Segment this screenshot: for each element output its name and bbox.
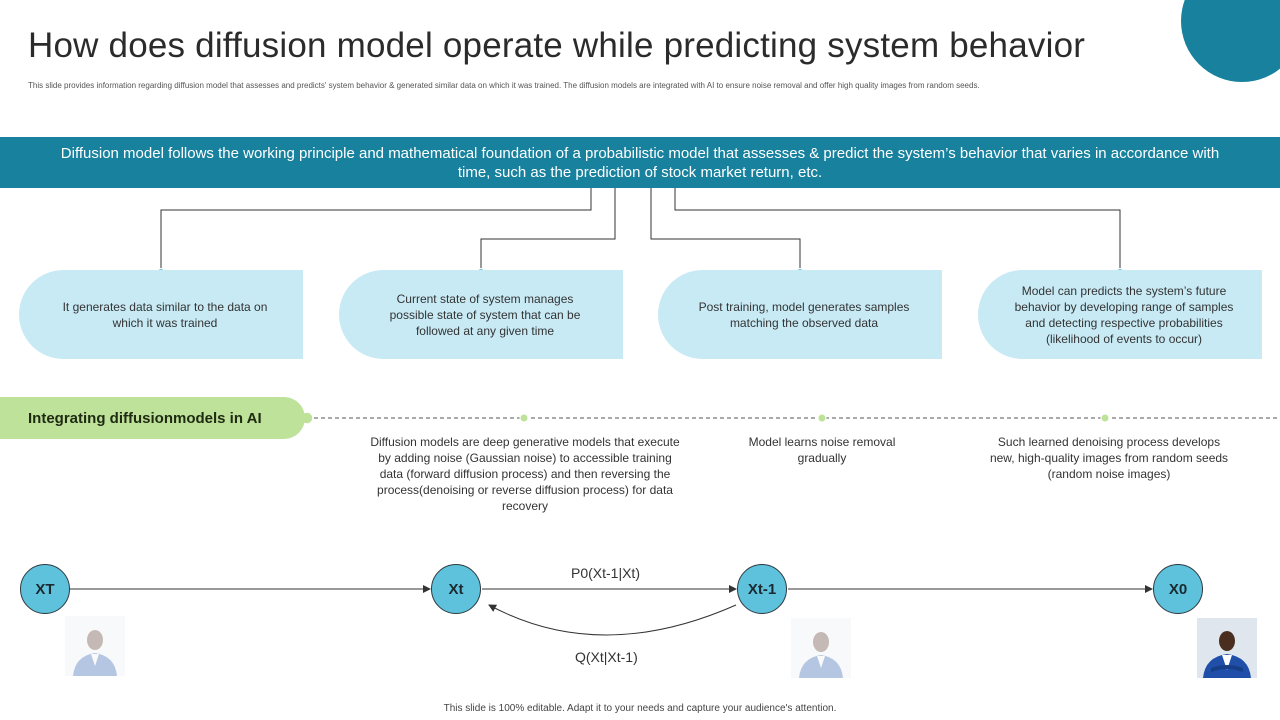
person-icon (65, 616, 125, 676)
principle-card-text: It generates data similar to the data on… (62, 299, 268, 330)
flow-node-xt: XT (20, 564, 70, 614)
flow-node-xt-minus-1: Xt-1 (737, 564, 787, 614)
slide-subtitle: This slide provides information regardin… (28, 81, 980, 90)
timeline-dot-1 (519, 413, 529, 423)
integration-step-3: Such learned denoising process develops … (989, 435, 1229, 481)
principle-card-2: Current state of system manages possible… (339, 270, 623, 359)
person-icon (791, 618, 851, 678)
summary-banner: Diffusion model follows the working prin… (0, 137, 1280, 188)
principle-card-text: Post training, model generates samples m… (698, 299, 910, 330)
connector-card-3 (650, 188, 801, 270)
forward-transition-label: P0(Xt-1|Xt) (571, 565, 640, 581)
flow-node-x0: X0 (1153, 564, 1203, 614)
integration-label: Integrating diffusionmodels in AI (0, 397, 305, 439)
principle-card-text: Current state of system manages possible… (389, 291, 581, 338)
principle-card-4: Model can predicts the system’s future b… (978, 270, 1262, 359)
connector-card-2 (480, 188, 616, 270)
timeline-dot-3 (1100, 413, 1110, 423)
principle-card-1: It generates data similar to the data on… (19, 270, 303, 359)
summary-banner-text: Diffusion model follows the working prin… (60, 144, 1220, 181)
person-icon (1197, 618, 1257, 678)
timeline-dot-2 (817, 413, 827, 423)
integration-step-1: Diffusion models are deep generative mod… (370, 435, 680, 513)
arrow-xt1-back-to-xt (488, 604, 737, 636)
slide-title: How does diffusion model operate while p… (28, 26, 1086, 65)
connector-card-4 (674, 188, 1121, 270)
principle-card-text: Model can predicts the system’s future b… (1014, 283, 1234, 346)
person-image-noisy-2 (791, 618, 851, 678)
integration-label-text: Integrating diffusionmodels in AI (28, 409, 262, 427)
flow-node-xt-current: Xt (431, 564, 481, 614)
person-image-noisy-1 (65, 616, 125, 676)
principle-card-3: Post training, model generates samples m… (658, 270, 942, 359)
person-image-clean (1197, 618, 1257, 678)
connector-card-1 (160, 188, 592, 270)
footer-note: This slide is 100% editable. Adapt it to… (443, 703, 837, 714)
integration-step-2: Model learns noise removal gradually (748, 435, 896, 465)
reverse-transition-label: Q(Xt|Xt-1) (575, 649, 638, 665)
